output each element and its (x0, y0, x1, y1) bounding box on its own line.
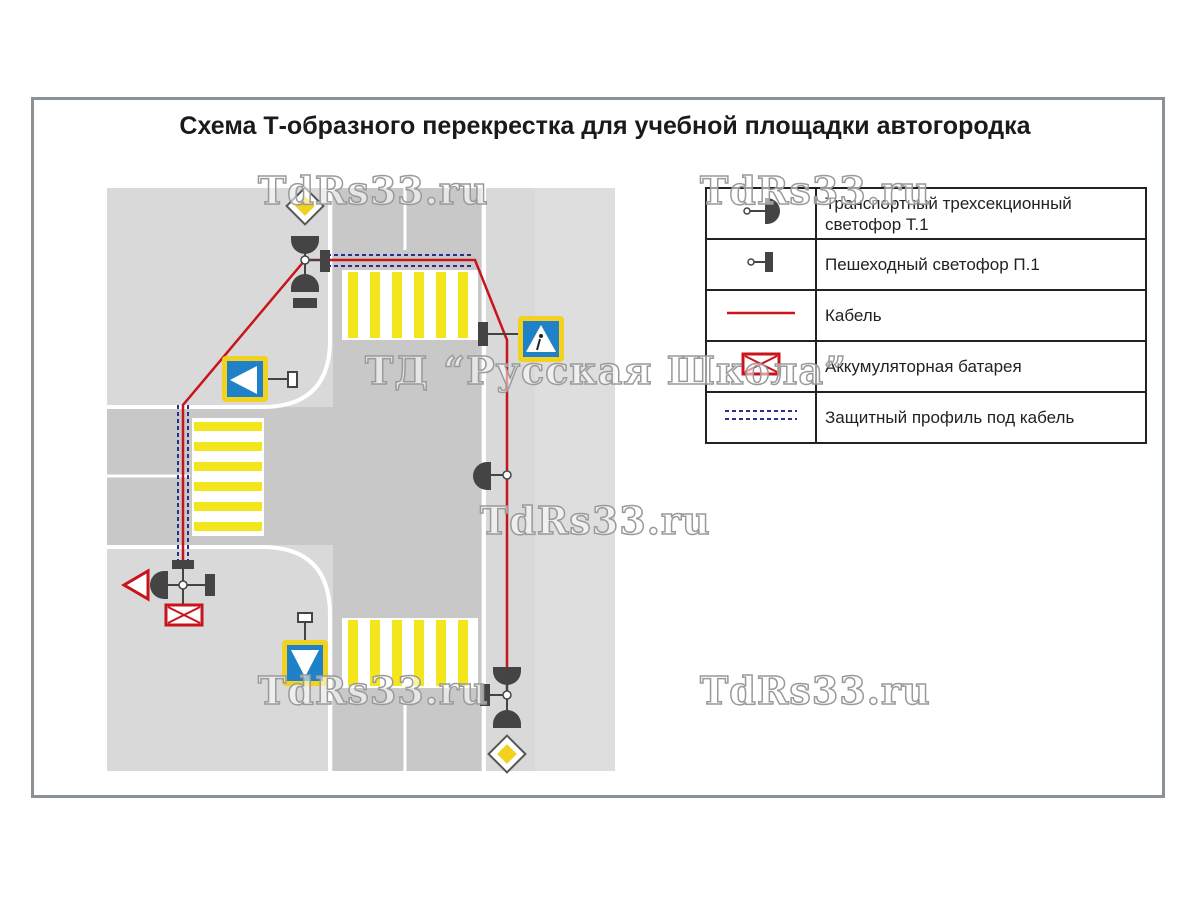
legend-text: Транспортный трехсекционный светофор Т.1 (815, 187, 1147, 240)
traffic-light-bottom (480, 667, 521, 728)
legend-text: Кабель (815, 289, 1147, 342)
traffic-light-pedestrian-icon (705, 238, 817, 291)
crosswalk-top (342, 270, 478, 340)
yield-sign (121, 568, 150, 602)
right-sidewalk (535, 188, 615, 771)
legend-row: Пешеходный светофор П.1 (705, 238, 1147, 291)
cable (181, 258, 509, 695)
legend-row: Аккумуляторная батарея (705, 340, 1147, 393)
battery-icon (705, 340, 817, 393)
pedestrian-crossing-sign-left (222, 356, 298, 402)
priority-road-sign-top (285, 186, 325, 226)
cable-line-icon (705, 289, 817, 342)
crosswalk-left (192, 418, 264, 536)
pedestrian-crossing-sign-bottom (282, 612, 328, 686)
legend-row: Защитный профиль под кабель (705, 391, 1147, 444)
legend-text: Аккумуляторная батарея (815, 340, 1147, 393)
curb-lower (107, 545, 332, 771)
traffic-light-right (473, 462, 512, 490)
legend-row: Транспортный трехсекционный светофор Т.1 (705, 187, 1147, 240)
legend-row: Кабель (705, 289, 1147, 342)
cable-protection-profile-icon (705, 391, 817, 444)
traffic-light-top (291, 236, 330, 308)
legend-table: Транспортный трехсекционный светофор Т.1… (705, 187, 1147, 444)
priority-road-sign-bottom (487, 734, 527, 774)
legend-text: Пешеходный светофор П.1 (815, 238, 1147, 291)
curb-upper (107, 188, 332, 409)
cable-protection-profile (177, 254, 472, 560)
traffic-light-vehicle-icon (705, 187, 817, 240)
crosswalk-bottom (342, 618, 478, 688)
pedestrian-crossing-sign-right (478, 316, 564, 362)
page-title: Схема Т-образного перекрестка для учебно… (179, 112, 1031, 140)
legend-text: Защитный профиль под кабель (815, 391, 1147, 444)
battery-icon (164, 603, 204, 627)
traffic-light-left (150, 560, 215, 605)
